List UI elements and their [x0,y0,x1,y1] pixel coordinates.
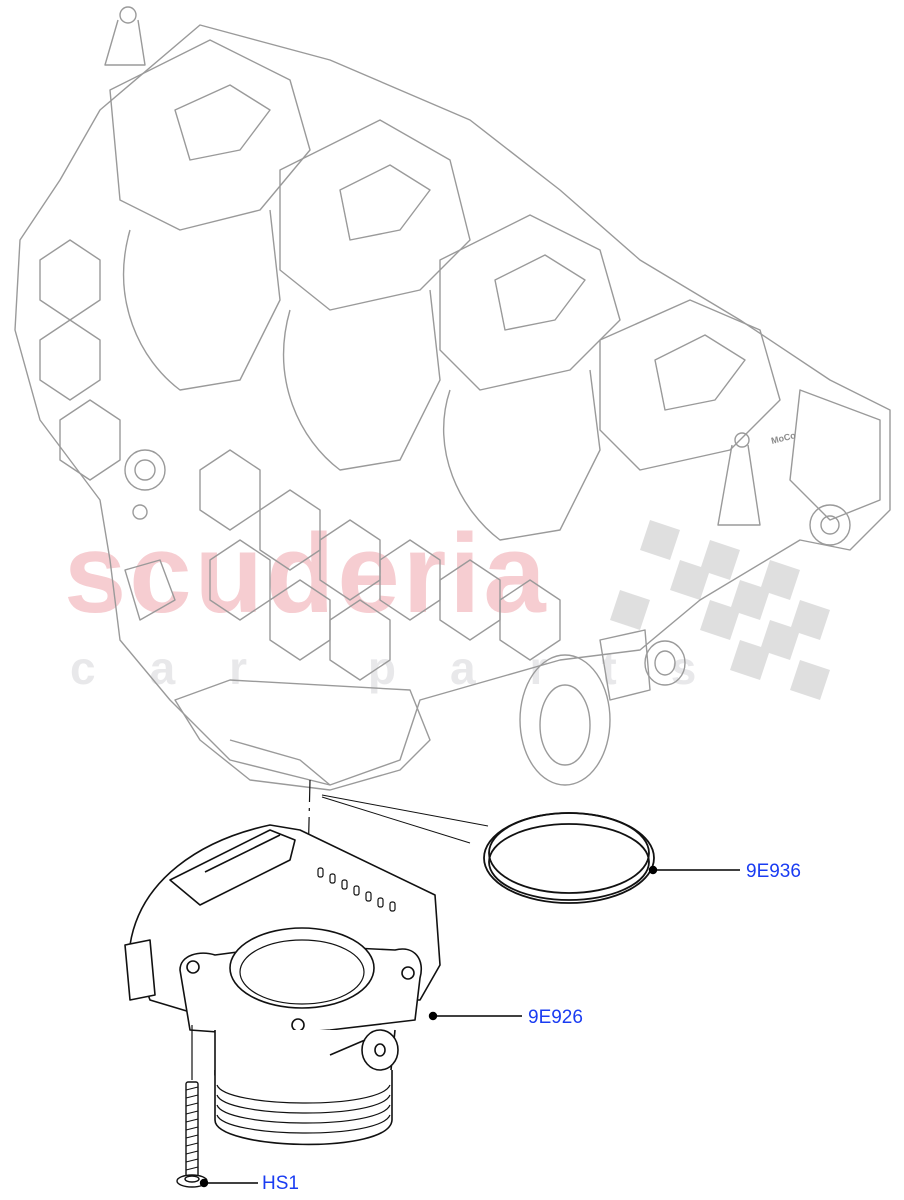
watermark-brand: scuderia [64,511,549,636]
intake-manifold [14,6,891,791]
callout-9E936[interactable]: 9E936 [746,861,801,882]
checkered-flag-watermark [610,520,830,700]
callout-HS1[interactable]: HS1 [262,1173,299,1194]
throttle-body [124,824,441,1146]
callout-leaders [199,865,740,1188]
gasket-ring [483,812,655,904]
screw [176,1025,208,1188]
manifold-stamp: MoCo [770,430,797,446]
callout-9E926[interactable]: 9E926 [528,1007,583,1028]
gasket-alignment-lines [321,794,489,844]
